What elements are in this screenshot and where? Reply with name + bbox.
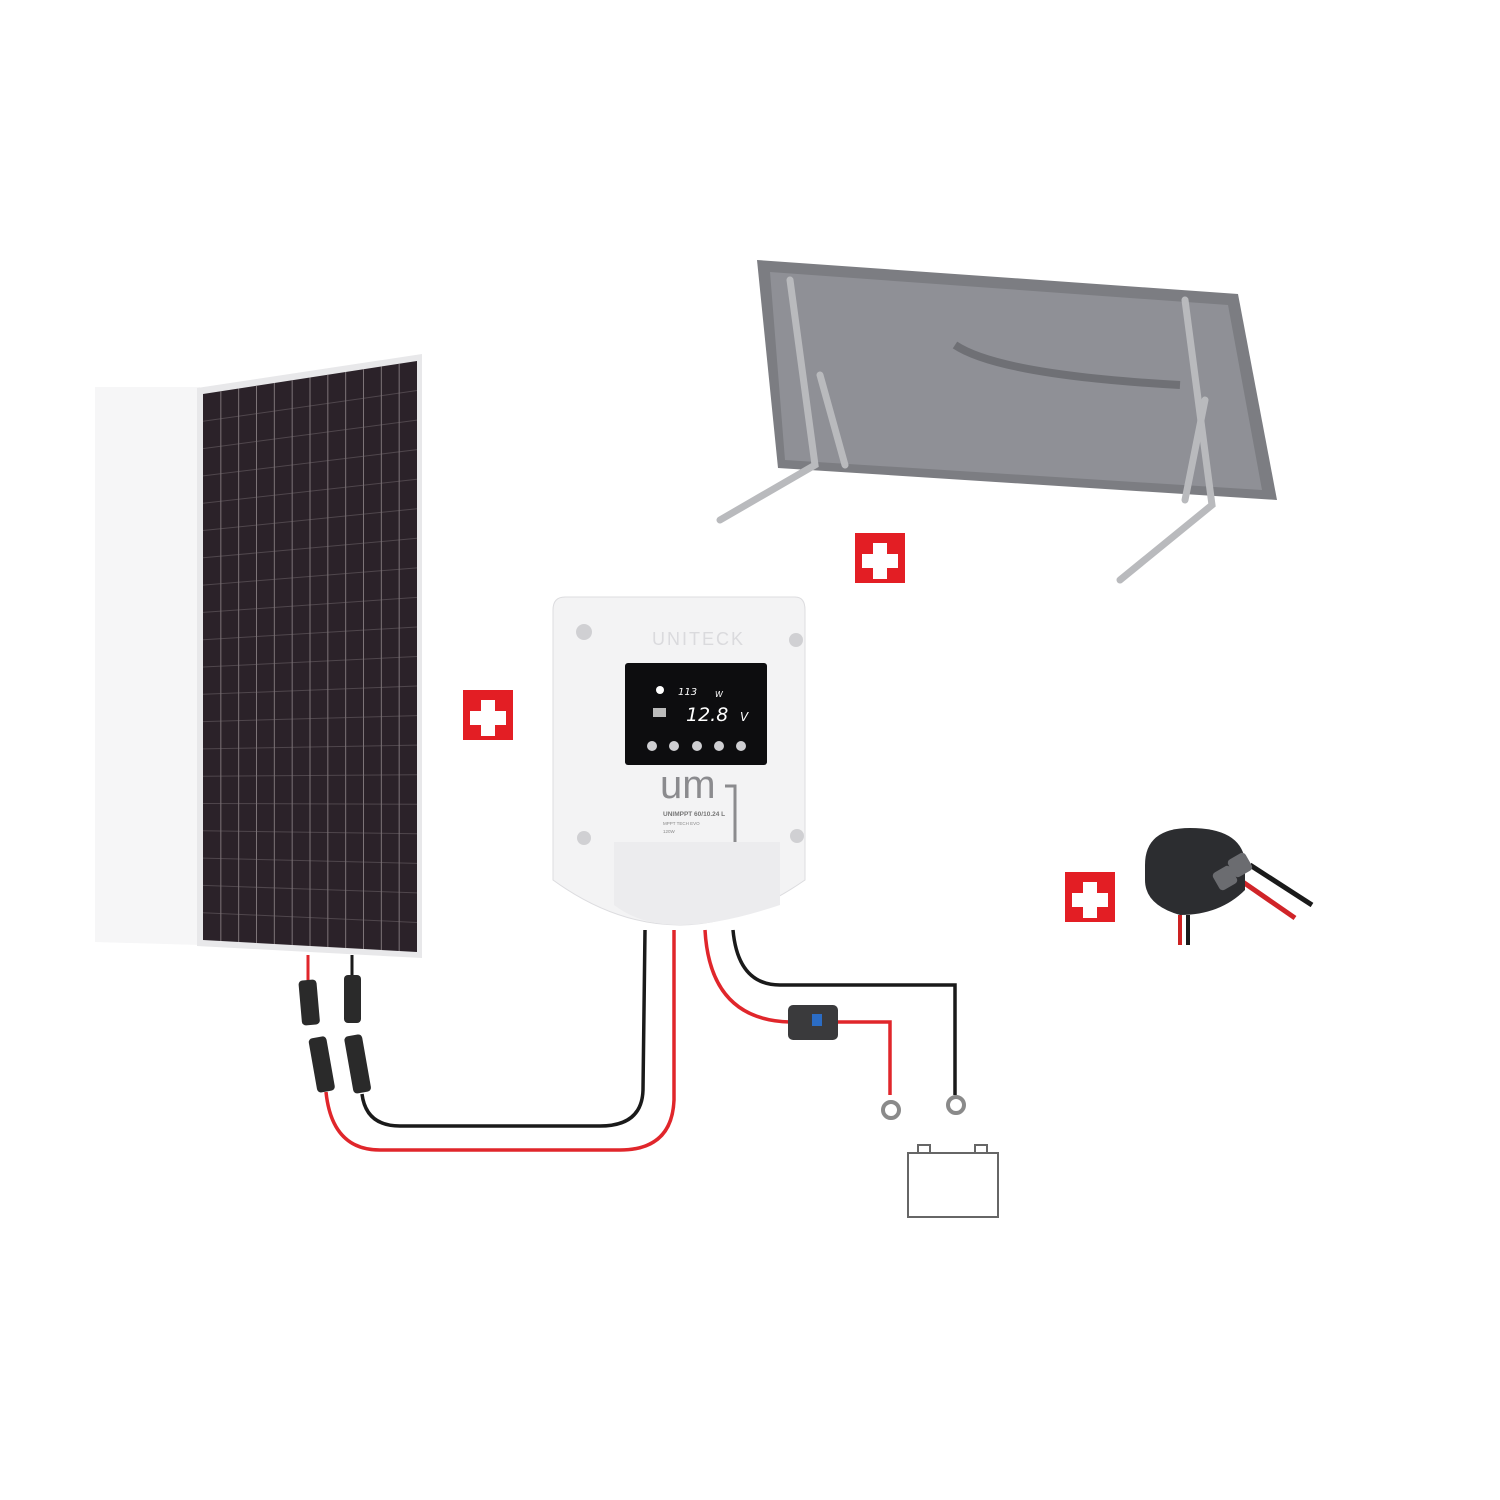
- panel-cell-line: [202, 744, 418, 750]
- panel-cell-line: [202, 857, 418, 864]
- plus-badge: [1065, 872, 1115, 922]
- panel-cell-line: [202, 715, 418, 723]
- panel-cell-line: [202, 656, 418, 668]
- charge-controller: UNITECK 113 W 12.8 V um UNIMPPT 60/10.24…: [552, 596, 806, 926]
- panel-cell-line: [202, 596, 418, 613]
- logo-um: um: [660, 763, 716, 807]
- control-buttons: [647, 741, 746, 751]
- panel-cell-line: [202, 774, 418, 777]
- voltage-value: 12.8: [686, 704, 728, 726]
- voltage-unit: V: [740, 710, 749, 724]
- button-load[interactable]: [714, 741, 724, 751]
- subtitle-label: MPPT TECH EVO: [663, 821, 700, 826]
- button-back[interactable]: [736, 741, 746, 751]
- ring-terminal-red: [881, 1100, 901, 1120]
- panel-cell-line: [202, 508, 418, 531]
- panel-cables: [298, 929, 676, 1152]
- sun-icon: [656, 686, 664, 694]
- panel-cell-line: [202, 685, 418, 695]
- solar-panel: [95, 354, 422, 958]
- panel-cell-line: [202, 567, 418, 586]
- panel-cell-line: [202, 884, 418, 894]
- panel-cell-line: [202, 449, 418, 477]
- panel-cell-line: [202, 478, 418, 504]
- panel-cell-line: [202, 803, 418, 805]
- power-unit: W: [715, 690, 724, 699]
- battery-cables: [703, 929, 966, 1120]
- plus-badge: [463, 690, 513, 740]
- panel-cell-line: [202, 390, 418, 422]
- panel-cell-line: [202, 626, 418, 641]
- panel-cell-line: [202, 912, 418, 923]
- battery-icon: [907, 1144, 999, 1218]
- power-rating-label: 120W: [663, 829, 676, 834]
- plus-badge: [855, 533, 905, 583]
- power-value: 113: [678, 687, 697, 698]
- button-battery[interactable]: [692, 741, 702, 751]
- button-sun[interactable]: [669, 741, 679, 751]
- panel-with-bracket: [716, 260, 1277, 584]
- panel-cell-line: [202, 419, 418, 450]
- plus-icon: [862, 543, 898, 579]
- plus-icon: [470, 700, 506, 736]
- battery-icon: [653, 708, 666, 717]
- temperature-sensor: [1145, 828, 1314, 945]
- panel-cell-line: [202, 537, 418, 559]
- brand-label: UNITECK: [652, 629, 745, 649]
- ring-terminal-black: [946, 1095, 966, 1115]
- plus-icon: [1072, 882, 1108, 918]
- panel-cell-line: [202, 830, 418, 835]
- model-label: UNIMPPT 60/10.24 L: [663, 811, 725, 818]
- button-nav[interactable]: [647, 741, 657, 751]
